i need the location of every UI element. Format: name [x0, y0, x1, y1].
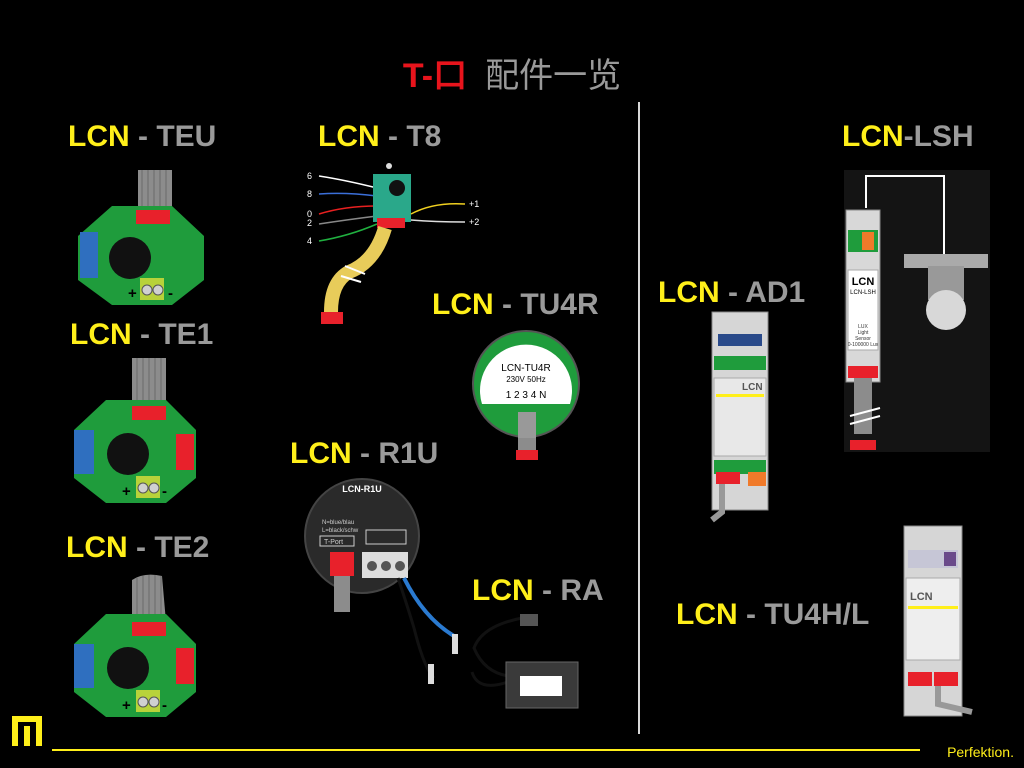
terminal-minus: - [162, 483, 167, 500]
t8-out-label: +1 [469, 199, 479, 209]
ad1-device-image: LCN [710, 311, 769, 523]
r1u-model-text: LCN-R1U [342, 484, 382, 494]
t8-wire-label: 0 [307, 209, 312, 219]
ra-device-image [470, 614, 579, 709]
terminal-plus: + [128, 285, 137, 302]
label-model: - TU4R [493, 288, 599, 321]
label-model: - TU4H/L [737, 598, 870, 631]
label-brand: LCN [318, 120, 380, 153]
t8-wire-label: 6 [307, 171, 312, 181]
label-brand: LCN [676, 598, 738, 631]
tu4r-spec-text: 230V 50Hz [506, 375, 546, 384]
terminal-minus: - [162, 697, 167, 714]
label-model: - RA [533, 574, 604, 607]
label-te2: LCN - TE2 [66, 531, 209, 565]
t8-device-image: 6 8 0 2 4 +1 +2 [307, 163, 479, 324]
label-brand: LCN [432, 288, 494, 321]
t8-out-label: +2 [469, 217, 479, 227]
lsh-logo-text: LCN [852, 276, 875, 288]
label-model: - AD1 [719, 276, 806, 309]
label-model: - R1U [351, 437, 439, 470]
label-r1u: LCN - R1U [290, 437, 438, 471]
label-model: - TEU [129, 120, 217, 153]
label-ra: LCN - RA [472, 574, 604, 608]
label-teu: LCN - TEU [68, 120, 216, 154]
company-logo-icon [12, 716, 42, 746]
r1u-device-image: LCN-R1U N=blue/blau L=black/schw T-Port [304, 478, 458, 684]
title-prefix: T-口 [402, 57, 468, 95]
footer-line [52, 749, 920, 751]
label-model: - TE1 [131, 318, 214, 351]
tu4r-model-text: LCN-TU4R [501, 363, 550, 374]
lsh-device-image: LCN LCN-LSH LUX Light Sensor 0-100000 Lu… [844, 170, 990, 452]
terminal-minus: - [168, 285, 173, 302]
terminal-plus: + [122, 697, 131, 714]
label-lsh: LCN-LSH [842, 120, 974, 154]
vertical-divider [638, 102, 640, 734]
tu4hl-device-image: LCN [903, 525, 973, 717]
label-brand: LCN [472, 574, 534, 607]
label-brand: LCN [70, 318, 132, 351]
te2-device-image: + - [74, 574, 196, 717]
label-tu4hl: LCN - TU4H/L [676, 598, 869, 632]
ad1-logo-text: LCN [742, 382, 763, 393]
title-main: 配件一览 [485, 56, 622, 96]
lsh-info-text: Light [858, 330, 869, 336]
r1u-wiring-text: L=black/schw [322, 528, 359, 534]
tu4hl-logo-text: LCN [910, 591, 933, 603]
label-brand: LCN [842, 120, 904, 153]
teu-device-image: + - [78, 170, 204, 305]
r1u-port-text: T-Port [324, 539, 343, 546]
label-brand: LCN [68, 120, 130, 153]
lsh-info-text: Sensor [855, 336, 871, 342]
tu4r-device-image: LCN-TU4R 230V 50Hz 1 2 3 4 N [472, 330, 580, 460]
label-model: -LSH [903, 120, 974, 153]
r1u-wiring-text: N=blue/blau [322, 520, 354, 526]
lsh-info-text: LUX [858, 324, 868, 330]
label-model: - T8 [379, 120, 442, 153]
label-brand: LCN [290, 437, 352, 470]
label-brand: LCN [658, 276, 720, 309]
page-title: T-口配件一览 [0, 48, 1024, 97]
lsh-info-text: 0-100000 Lux [848, 342, 879, 348]
label-tu4r: LCN - TU4R [432, 288, 599, 322]
label-te1: LCN - TE1 [70, 318, 213, 352]
label-ad1: LCN - AD1 [658, 276, 805, 310]
t8-wire-label: 4 [307, 236, 312, 246]
t8-wire-label: 8 [307, 189, 312, 199]
t8-wire-label: 2 [307, 218, 312, 228]
label-t8: LCN - T8 [318, 120, 441, 154]
label-model: - TE2 [127, 531, 210, 564]
footer-slogan: Perfektion. [947, 744, 1014, 760]
lsh-model-text: LCN-LSH [850, 290, 876, 296]
label-brand: LCN [66, 531, 128, 564]
terminal-plus: + [122, 483, 131, 500]
tu4r-terminal-text: 1 2 3 4 N [506, 390, 547, 401]
te1-device-image: + - [74, 358, 196, 503]
